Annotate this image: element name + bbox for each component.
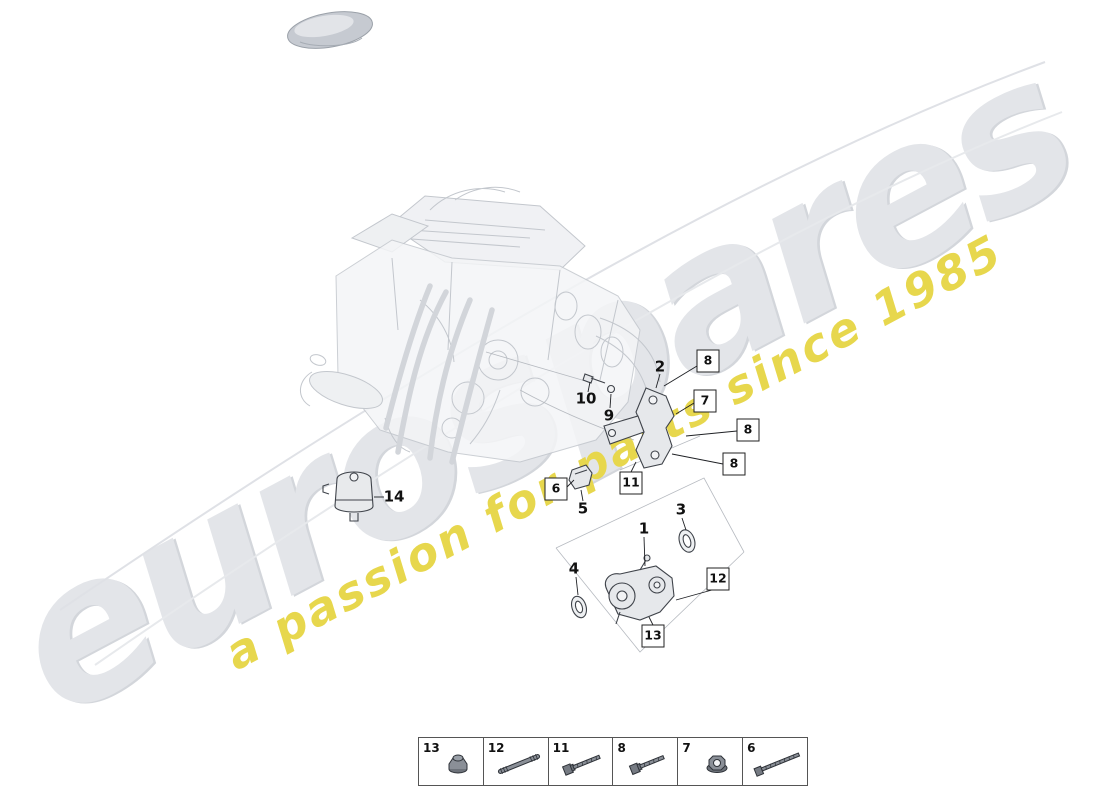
legend-cell-6: 6 [742,738,807,785]
legend-number: 6 [747,741,756,755]
callout-1[interactable]: 1 [638,519,650,538]
leader-lines [374,365,738,626]
callout-7-box[interactable]: 7 [693,389,717,413]
flange-nut-icon [690,745,742,785]
fastener-legend-table: 13 12 [418,737,808,786]
stud-icon [490,745,548,785]
callout-8-box-3[interactable]: 8 [722,452,746,476]
flange-bolt-icon [554,745,612,785]
engine-hoses-drawing [383,283,495,465]
legend-number: 8 [617,741,626,755]
legend-cell-8: 8 [612,738,677,785]
callout-12-box[interactable]: 12 [706,567,730,591]
legend-number: 13 [423,741,440,755]
engine-ghost-drawing [300,186,661,463]
legend-number: 7 [682,741,691,755]
callout-4[interactable]: 4 [568,559,580,578]
callout-13-box[interactable]: 13 [641,624,665,648]
legend-number: 12 [487,741,505,755]
callout-11-box[interactable]: 11 [619,471,643,495]
legend-cell-13: 13 [419,738,483,785]
callout-6-box[interactable]: 6 [544,477,568,501]
legend-cell-12: 12 [482,738,548,785]
callout-9[interactable]: 9 [603,406,615,425]
callout-8-box-2[interactable]: 8 [736,418,760,442]
lower-bracket-part-drawing [570,529,696,625]
callout-14[interactable]: 14 [383,487,405,506]
legend-number: 11 [552,741,570,755]
callout-5[interactable]: 5 [577,499,589,518]
callout-10[interactable]: 10 [575,389,597,408]
cover-part-drawing [287,11,373,49]
legend-cell-7: 7 [677,738,742,785]
long-bolt-icon [749,745,807,785]
callout-3[interactable]: 3 [675,500,687,519]
flange-bolt-icon [619,745,677,785]
engine-mount-part-drawing [322,471,374,522]
dome-nut-icon [431,745,483,785]
legend-cell-11: 11 [547,738,613,785]
callout-2[interactable]: 2 [654,357,666,376]
callout-8-box-1[interactable]: 8 [696,349,720,373]
bracket-part-drawing [568,373,675,490]
